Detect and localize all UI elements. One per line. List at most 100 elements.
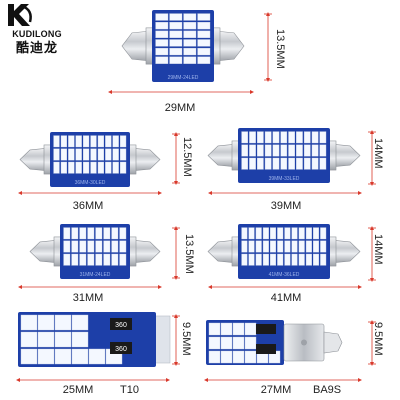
festoon-bulb-festoon-39mm: 39MM-33LED [207, 128, 361, 183]
smd-led [183, 30, 197, 38]
bayonet-tip [323, 331, 343, 354]
smd-led [272, 131, 280, 144]
smd-led [103, 253, 111, 266]
resistor-print: 360 [115, 322, 127, 329]
smd-led [320, 253, 327, 266]
smd-led [280, 157, 288, 170]
length-label-41mm: 41MM [270, 292, 302, 304]
smd-led [232, 322, 245, 336]
smd-led [305, 253, 312, 266]
chip-print: 36MM-30LED [75, 180, 106, 186]
smd-led [169, 47, 183, 56]
smd-led [169, 13, 183, 21]
smd-led [169, 39, 183, 47]
brand-name-cn: 酷迪龙 [15, 41, 58, 56]
smd-led [319, 131, 327, 144]
smd-led [169, 30, 183, 38]
smd-led [60, 135, 68, 148]
smd-led [119, 161, 127, 174]
smd-led [87, 253, 95, 266]
smd-led [37, 348, 55, 365]
smd-led [288, 144, 295, 157]
smd-led [313, 253, 320, 266]
smd-led [20, 348, 38, 365]
smd-led [87, 227, 95, 240]
smd-led [82, 161, 90, 174]
smd-led [53, 148, 60, 161]
smd-led [63, 227, 71, 240]
smd-led [53, 135, 60, 148]
smd-led [296, 157, 303, 170]
smd-led [248, 227, 255, 240]
smd-led [105, 135, 112, 148]
smd-led [79, 227, 87, 240]
type-label-ba9s: BA9S [313, 384, 342, 396]
brand-name-en: KUDILONG [12, 29, 62, 39]
smd-led [298, 240, 305, 253]
resistor [256, 344, 276, 354]
smd-led [183, 13, 197, 21]
height-label-29mm: 13.5MM [274, 29, 286, 69]
length-label-39mm: 39MM [270, 200, 302, 212]
smd-led [97, 161, 105, 174]
height-label-t10: 9.5MM [180, 322, 192, 356]
smd-led [71, 314, 89, 331]
smd-led [111, 227, 119, 240]
resistor-print: 360 [115, 346, 127, 353]
festoon-bulb-festoon-29mm: 29MM-24LED [121, 10, 245, 82]
smd-led [71, 227, 79, 240]
smd-led [82, 148, 90, 161]
smd-led [37, 314, 55, 331]
smd-led [296, 131, 303, 144]
smd-led [119, 148, 127, 161]
smd-led [183, 56, 197, 64]
length-label-29mm: 29MM [164, 102, 196, 114]
kd-logo-icon [8, 4, 32, 26]
smd-led [103, 227, 111, 240]
smd-led [71, 348, 89, 365]
length-label-31mm: 31MM [72, 292, 104, 304]
smd-led [90, 161, 97, 174]
smd-led [248, 253, 255, 266]
dimension-lines [16, 12, 376, 382]
smd-led [277, 227, 284, 240]
smd-led [257, 144, 264, 157]
smd-led [262, 240, 269, 253]
smd-led [60, 148, 68, 161]
smd-led [71, 331, 89, 348]
smd-led [244, 322, 257, 336]
length-label-25mm: 25MM [62, 384, 94, 396]
smd-led [68, 148, 75, 161]
smd-led [97, 135, 105, 148]
smd-led [270, 240, 277, 253]
smd-led [272, 157, 280, 170]
length-label-27mm: 27MM [260, 384, 292, 396]
smd-led [75, 148, 82, 161]
smd-led [197, 30, 211, 38]
smd-led [241, 253, 248, 266]
smd-led [155, 47, 169, 56]
smd-led [82, 135, 90, 148]
smd-led [244, 350, 257, 364]
bayonet-pin [301, 339, 307, 346]
smd-led [255, 253, 262, 266]
smd-led [111, 240, 119, 253]
smd-led [53, 161, 60, 174]
smd-led [319, 144, 327, 157]
smd-led [311, 157, 319, 170]
festoon-bulb-festoon-36mm: 36MM-30LED [19, 132, 161, 187]
smd-led [87, 240, 95, 253]
smd-led [54, 314, 72, 331]
smd-led [262, 253, 269, 266]
smd-led [105, 148, 112, 161]
smd-led [291, 240, 298, 253]
length-label-36mm: 36MM [72, 200, 104, 212]
smd-led [197, 39, 211, 47]
height-label-39mm: 14MM [372, 138, 384, 169]
smd-led [313, 240, 320, 253]
smd-led [97, 148, 105, 161]
smd-led [183, 47, 197, 56]
smd-led [298, 253, 305, 266]
smd-led [277, 253, 284, 266]
